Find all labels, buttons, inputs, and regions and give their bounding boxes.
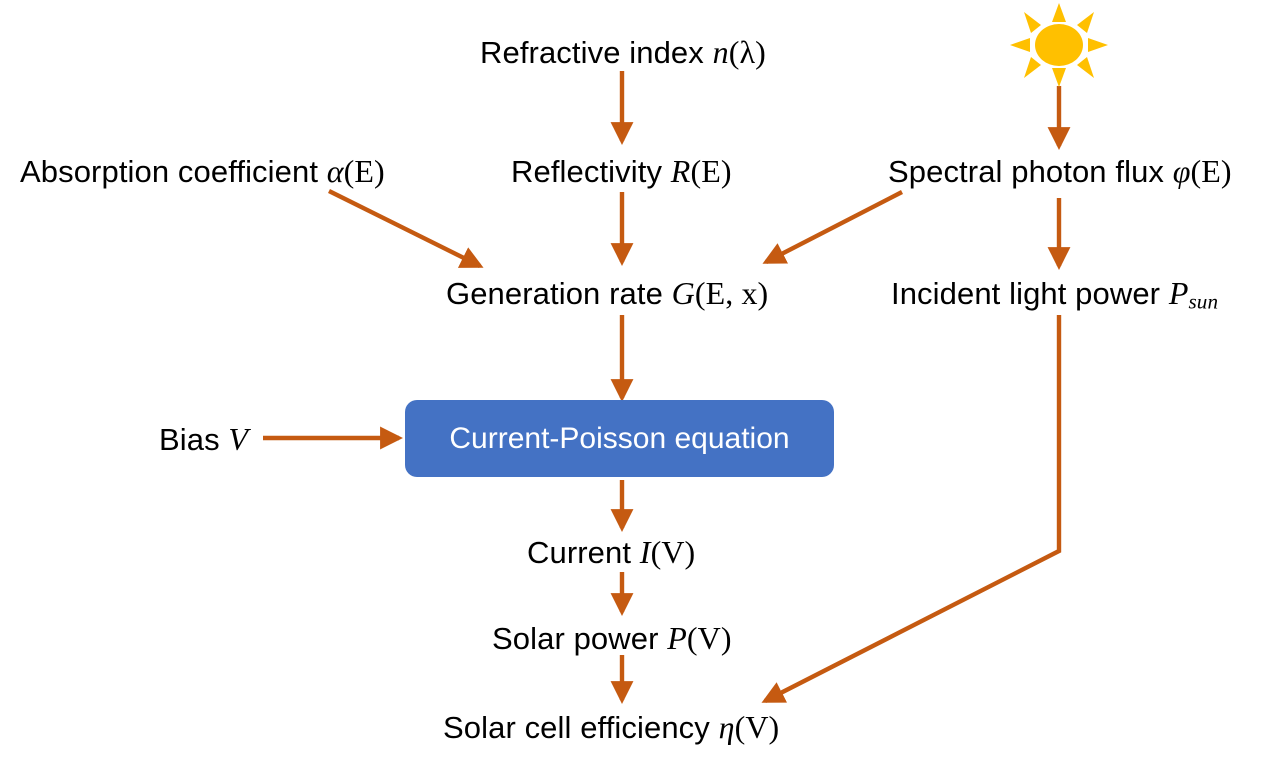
node-spectral-photon-flux-symbol: φ(E) [1172,153,1232,189]
node-refractive-index-prefix: Refractive index [480,35,713,70]
node-current-poisson-equation[interactable]: Current-Poisson equation [405,400,834,477]
edge-incident-light-power-to-solar-cell-efficiency [761,315,1062,703]
node-solar-cell-efficiency-prefix: Solar cell efficiency [443,710,719,745]
node-reflectivity: Reflectivity R(E) [511,152,732,191]
node-reflectivity-symbol: R(E) [670,153,732,189]
node-bias-symbol: V [228,421,249,457]
node-absorption-coefficient-symbol: α(E) [326,153,385,189]
node-bias-prefix: Bias [159,422,229,457]
node-spectral-photon-flux-prefix: Spectral photon flux [888,154,1173,189]
node-refractive-index-symbol: n(λ) [712,34,766,70]
node-current-prefix: Current [527,535,640,570]
node-current-poisson-equation-label: Current-Poisson equation [449,421,790,455]
node-generation-rate-prefix: Generation rate [446,276,672,311]
node-generation-rate-symbol: G(E, x) [671,275,769,311]
edge-spectral-photon-flux-to-generation-rate [762,190,904,264]
node-current-symbol: I(V) [639,534,696,570]
node-solar-power: Solar power P(V) [492,619,732,658]
node-reflectivity-prefix: Reflectivity [511,154,671,189]
node-solar-cell-efficiency-symbol: η(V) [718,709,780,745]
node-absorption-coefficient-prefix: Absorption coefficient [20,154,327,189]
node-incident-light-power-prefix: Incident light power [891,276,1169,311]
node-current: Current I(V) [527,533,695,572]
node-generation-rate: Generation rate G(E, x) [446,274,768,313]
node-solar-power-symbol: P(V) [667,620,732,656]
node-spectral-photon-flux: Spectral photon flux φ(E) [888,152,1232,191]
node-solar-cell-efficiency: Solar cell efficiency η(V) [443,708,779,747]
node-absorption-coefficient: Absorption coefficient α(E) [20,152,385,191]
sun-icon-graphic [1010,3,1108,87]
node-bias: Bias V [159,420,248,459]
edge-absorption-coefficient-to-generation-rate [328,189,484,268]
node-incident-light-power-symbol: Psun [1168,275,1219,314]
node-incident-light-power: Incident light power Psun [891,274,1218,321]
sun-icon [1008,3,1110,87]
node-solar-power-prefix: Solar power [492,621,668,656]
node-refractive-index: Refractive index n(λ) [480,33,766,72]
